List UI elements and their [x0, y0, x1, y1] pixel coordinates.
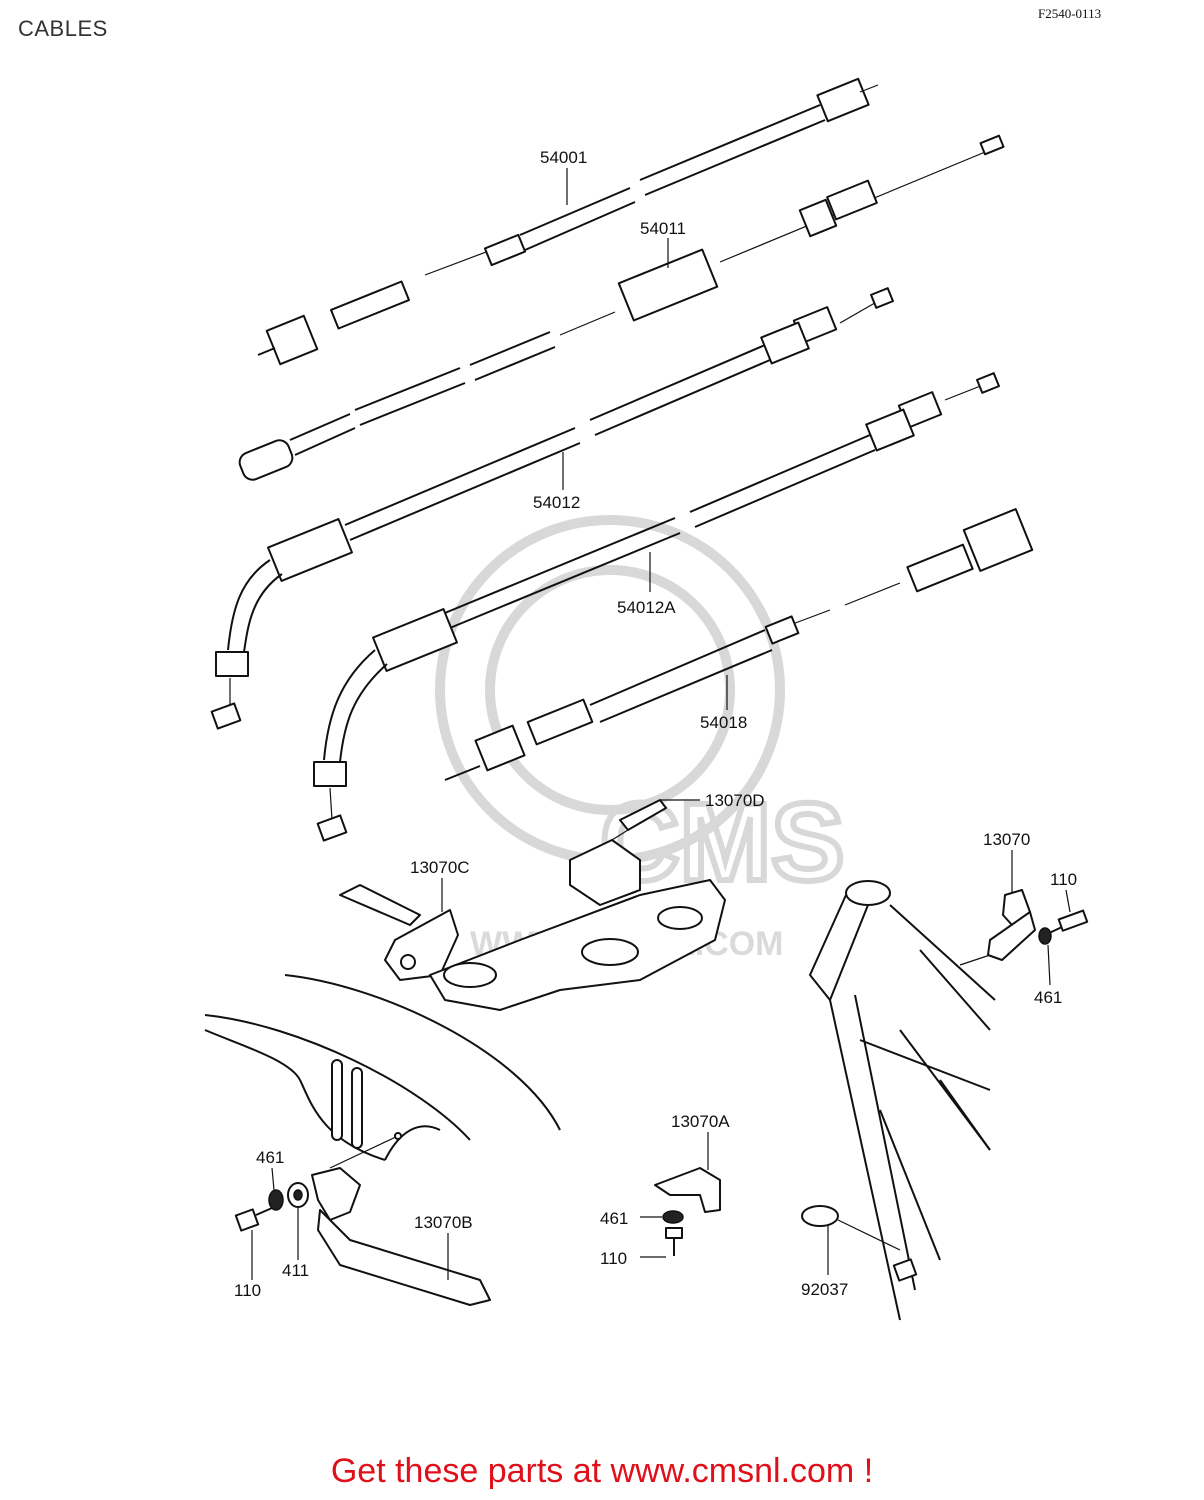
- fender: [204, 974, 561, 1161]
- callout-110-left[interactable]: 110: [234, 1281, 261, 1300]
- washer-461-right[interactable]: [1038, 927, 1052, 945]
- cable-54018[interactable]: [444, 508, 1034, 781]
- callout-461-mid[interactable]: 461: [600, 1209, 628, 1228]
- leader-lines: [251, 168, 1071, 1280]
- clamp-13070D[interactable]: [569, 799, 667, 906]
- callout-110-mid[interactable]: 110: [600, 1249, 627, 1268]
- cable-54012[interactable]: [210, 287, 894, 730]
- washer-461-left[interactable]: [268, 1189, 284, 1211]
- bracket-13070[interactable]: [959, 889, 1036, 966]
- callout-54018[interactable]: 54018: [700, 713, 747, 732]
- triple-clamp: [429, 879, 726, 1011]
- callout-411[interactable]: 411: [282, 1261, 309, 1280]
- callout-461-left[interactable]: 461: [256, 1148, 284, 1167]
- nut-411[interactable]: [287, 1182, 309, 1208]
- clamp-13070C[interactable]: [339, 884, 459, 981]
- frame: [808, 880, 996, 1321]
- callouts: 54001 54011 54012 54012A 54018 13070D 13…: [234, 148, 1077, 1300]
- callout-54001[interactable]: 54001: [540, 148, 587, 167]
- cable-54011[interactable]: [237, 134, 1005, 483]
- clip-92037[interactable]: [801, 1205, 918, 1282]
- washer-461-mid[interactable]: [662, 1210, 684, 1224]
- bolt-110-mid[interactable]: [665, 1227, 683, 1256]
- bolt-110-right[interactable]: [1044, 909, 1089, 936]
- cable-54001[interactable]: [257, 77, 879, 366]
- cable-54012A[interactable]: [313, 372, 1000, 842]
- callout-54011[interactable]: 54011: [640, 219, 686, 238]
- callout-54012A[interactable]: 54012A: [617, 598, 676, 617]
- callout-13070B[interactable]: 13070B: [414, 1213, 473, 1232]
- callout-92037[interactable]: 92037: [801, 1280, 848, 1299]
- callout-13070[interactable]: 13070: [983, 830, 1030, 849]
- callout-13070A[interactable]: 13070A: [671, 1112, 730, 1131]
- bracket-13070A[interactable]: [654, 1167, 721, 1213]
- callout-461-right[interactable]: 461: [1034, 988, 1062, 1007]
- callout-110-right[interactable]: 110: [1050, 870, 1077, 889]
- bolt-110-left[interactable]: [234, 1207, 273, 1232]
- footer-link[interactable]: Get these parts at www.cmsnl.com !: [330, 1452, 874, 1490]
- callout-13070D[interactable]: 13070D: [705, 791, 765, 810]
- figure-code: F2540-0113: [1038, 6, 1102, 21]
- bracket-13070B[interactable]: [311, 1132, 491, 1306]
- callout-13070C[interactable]: 13070C: [410, 858, 470, 877]
- page-title: CABLES: [18, 16, 108, 41]
- callout-54012[interactable]: 54012: [533, 493, 580, 512]
